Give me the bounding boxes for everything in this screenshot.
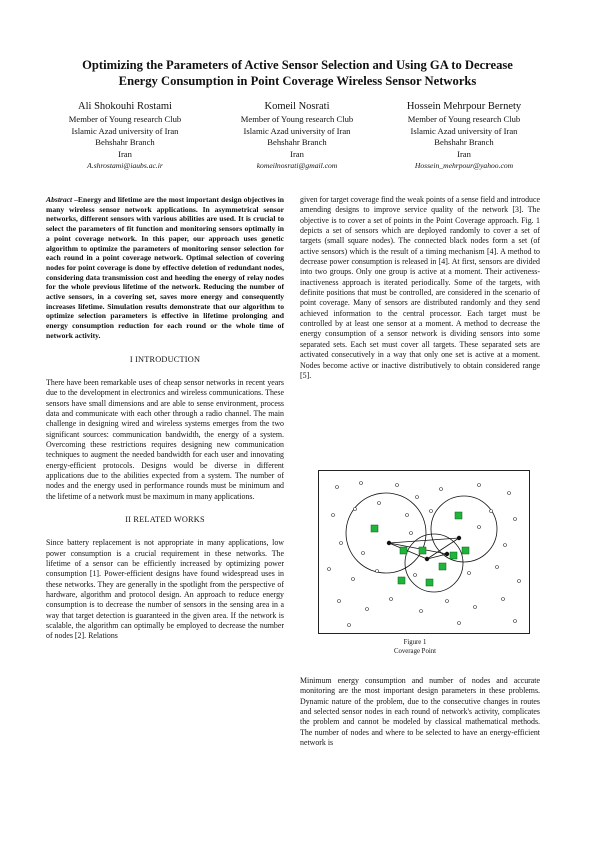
inactive-sensor-node — [335, 485, 339, 489]
abstract: Abstract –Energy and lifetime are the mo… — [46, 195, 284, 341]
author-name: Komeil Nosrati — [264, 101, 330, 112]
inactive-sensor-node — [339, 541, 343, 545]
inactive-sensor-node — [445, 599, 449, 603]
inactive-sensor-node — [327, 567, 331, 571]
author-affiliation: Member of Young research Club — [68, 114, 182, 124]
inactive-sensor-node — [467, 571, 471, 575]
sensing-circle — [404, 533, 464, 593]
related-heading: II RELATED WORKS — [125, 515, 205, 525]
active-sensor-node — [386, 540, 392, 546]
title-line-1: Optimizing the Parameters of Active Sens… — [82, 58, 513, 72]
target-node — [418, 546, 427, 555]
author-email[interactable]: A.shrostami@iaubs.ac.ir — [87, 161, 163, 171]
author-country: Iran — [118, 148, 132, 159]
author-country: Iran — [290, 148, 304, 159]
author-email[interactable]: Hossein_mehrpour@yahoo.com — [414, 161, 514, 171]
author-branch: Behshahr Branch — [95, 137, 155, 148]
inactive-sensor-node — [389, 597, 393, 601]
inactive-sensor-node — [375, 569, 379, 573]
inactive-sensor-node — [337, 599, 341, 603]
author-university: Islamic Azad university of Iran — [410, 125, 518, 136]
coverage-diagram — [327, 481, 521, 627]
right-column-top: given for target coverage find the weak … — [300, 195, 540, 381]
right-paragraph-1: given for target coverage find the weak … — [300, 195, 540, 380]
active-sensor-node — [444, 551, 450, 557]
inactive-sensor-node — [507, 491, 511, 495]
related-paragraph: Since battery replacement is not appropr… — [46, 538, 284, 641]
author-branch: Behshahr Branch — [267, 137, 327, 148]
target-node — [461, 546, 470, 555]
left-column: Abstract –Energy and lifetime are the mo… — [46, 195, 284, 642]
inactive-sensor-node — [513, 619, 517, 623]
right-paragraph-2: Minimum energy consumption and number of… — [300, 676, 540, 748]
author-block-2: Komeil Nosrati Member of Young research … — [212, 100, 382, 172]
author-country: Iran — [457, 148, 471, 159]
target-node — [397, 576, 406, 585]
author-affiliation: Member of Young research Club — [240, 114, 354, 124]
paper-title: Optimizing the Parameters of Active Sens… — [30, 58, 565, 89]
coverage-figure — [318, 470, 530, 634]
abstract-text: –Energy and lifetime are the most import… — [46, 195, 284, 340]
target-node — [425, 578, 434, 587]
connection-line — [426, 553, 448, 560]
inactive-sensor-node — [353, 507, 357, 511]
intro-paragraph: There have been remarkable uses of cheap… — [46, 377, 284, 501]
figure-label: Figure 1 — [403, 639, 427, 646]
inactive-sensor-node — [429, 509, 433, 513]
target-node — [454, 511, 463, 520]
figure-caption: Coverage Point — [393, 648, 437, 655]
inactive-sensor-node — [419, 609, 423, 613]
connection-line — [388, 542, 428, 560]
author-branch: Behshahr Branch — [434, 137, 494, 148]
inactive-sensor-node — [503, 543, 507, 547]
inactive-sensor-node — [439, 487, 443, 491]
inactive-sensor-node — [489, 509, 493, 513]
inactive-sensor-node — [513, 517, 517, 521]
right-column-bottom: Minimum energy consumption and number of… — [300, 676, 540, 748]
sensing-circle — [430, 495, 498, 563]
target-node — [370, 524, 379, 533]
inactive-sensor-node — [377, 501, 381, 505]
author-name: Ali Shokouhi Rostami — [78, 101, 172, 112]
connection-line — [388, 542, 448, 555]
inactive-sensor-node — [477, 483, 481, 487]
inactive-sensor-node — [351, 577, 355, 581]
inactive-sensor-node — [415, 495, 419, 499]
inactive-sensor-node — [365, 607, 369, 611]
author-affiliation: Member of Young research Club — [407, 114, 521, 124]
inactive-sensor-node — [501, 597, 505, 601]
sensing-circle — [345, 492, 427, 574]
inactive-sensor-node — [395, 483, 399, 487]
inactive-sensor-node — [409, 531, 413, 535]
active-sensor-node — [456, 535, 462, 541]
active-sensor-node — [424, 556, 430, 562]
author-university: Islamic Azad university of Iran — [243, 125, 351, 136]
author-university: Islamic Azad university of Iran — [71, 125, 179, 136]
inactive-sensor-node — [347, 623, 351, 627]
inactive-sensor-node — [477, 525, 481, 529]
target-node — [449, 551, 458, 560]
target-node — [399, 546, 408, 555]
title-line-2: Energy Consumption in Point Coverage Wir… — [118, 73, 477, 88]
connection-line — [426, 537, 460, 560]
intro-heading: I INTRODUCTION — [129, 354, 201, 364]
inactive-sensor-node — [473, 605, 477, 609]
inactive-sensor-node — [413, 573, 417, 577]
author-block-3: Hossein Mehrpour Bernety Member of Young… — [379, 100, 549, 172]
inactive-sensor-node — [495, 565, 499, 569]
author-email[interactable]: komeilnosrati@gmail.com — [256, 161, 338, 171]
inactive-sensor-node — [457, 621, 461, 625]
inactive-sensor-node — [405, 513, 409, 517]
inactive-sensor-node — [517, 579, 521, 583]
connection-line — [388, 537, 460, 544]
inactive-sensor-node — [361, 551, 365, 555]
abstract-lead: Abstract — [46, 195, 73, 204]
inactive-sensor-node — [359, 481, 363, 485]
target-node — [438, 562, 447, 571]
author-name: Hossein Mehrpour Bernety — [406, 101, 522, 112]
author-block-1: Ali Shokouhi Rostami Member of Young res… — [40, 100, 210, 172]
inactive-sensor-node — [331, 513, 335, 517]
